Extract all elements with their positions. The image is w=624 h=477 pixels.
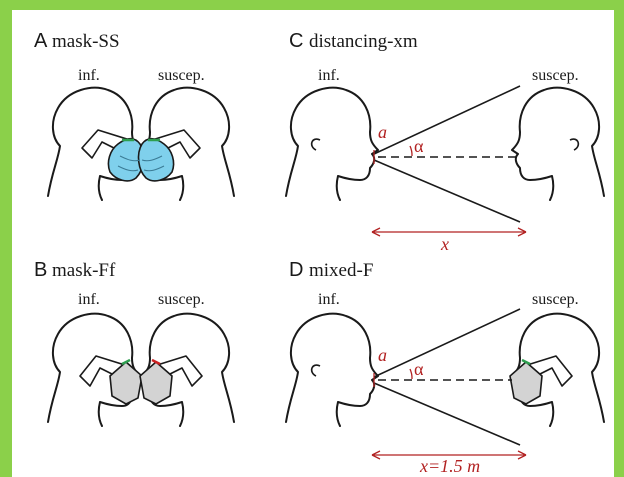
panel-a: A mask-SS inf. suscep.: [34, 30, 234, 200]
panel-b-title: mask-Ff: [52, 260, 116, 281]
panel-c-title: distancing-xm: [309, 31, 418, 52]
panel-c: C distancing-xm inf. suscep. a α x: [286, 30, 604, 254]
panel-c-angle-arc: [410, 146, 412, 156]
panel-c-cone-upper-line: [374, 86, 520, 154]
panel-c-angle-label: α: [414, 136, 424, 156]
panel-b-susceptible-label: suscep.: [158, 291, 205, 308]
panel-c-infected-label: inf.: [318, 67, 340, 84]
panel-c-susceptible-label: suscep.: [532, 67, 579, 84]
panel-a-title: mask-SS: [52, 31, 120, 52]
panel-d-angle-arc: [410, 369, 412, 379]
panel-c-letter: C: [289, 30, 303, 52]
panel-a-susceptible-label: suscep.: [158, 67, 205, 84]
panel-d: D mixed-F inf. suscep. a α x=1.5 m: [286, 259, 604, 476]
panel-d-aperture-label: a: [378, 345, 387, 365]
panel-c-infected-head: [286, 88, 378, 200]
panel-a-infected-label: inf.: [78, 67, 100, 84]
panel-d-infected-label: inf.: [318, 291, 340, 308]
panel-c-aperture-label: a: [378, 122, 387, 142]
panel-c-distance-label: x: [440, 234, 449, 254]
panel-d-susceptible-label: suscep.: [532, 291, 579, 308]
panel-d-title: mixed-F: [309, 260, 373, 281]
panel-b-infected-label: inf.: [78, 291, 100, 308]
panel-b: B mask-Ff inf. suscep.: [34, 259, 234, 426]
panel-c-cone-lower-line: [374, 160, 520, 222]
panel-d-angle-label: α: [414, 359, 424, 379]
panel-b-letter: B: [34, 259, 47, 281]
panel-d-letter: D: [289, 259, 303, 281]
panel-d-infected-head: [286, 314, 378, 426]
panel-d-distance-label: x=1.5 m: [419, 456, 480, 476]
panel-d-cone-lower-line: [374, 383, 520, 445]
panel-c-susceptible-head: [512, 88, 604, 200]
panel-d-cone-upper-line: [374, 309, 520, 377]
panel-a-letter: A: [34, 30, 48, 52]
